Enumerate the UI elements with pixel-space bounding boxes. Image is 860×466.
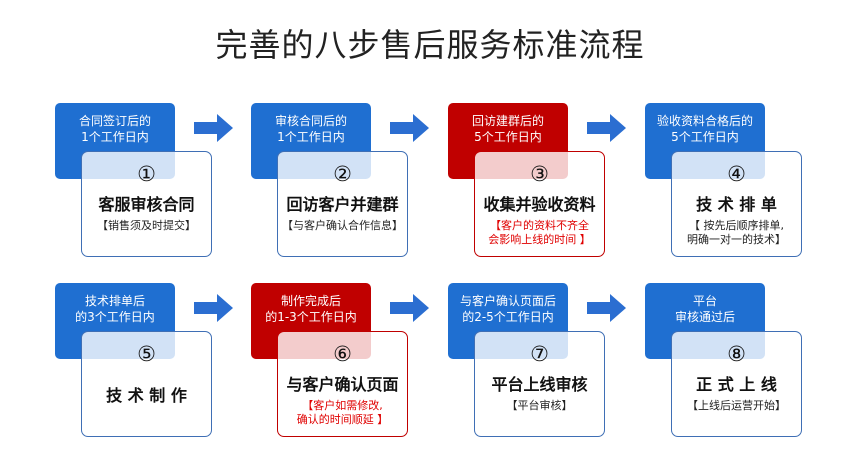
step-card: ⑥ 与客户确认页面【客户如需修改,确认的时间顺延 】 [277,331,408,437]
step-card: ② 回访客户并建群【与客户确认合作信息】 [277,151,408,257]
note-line: 【与客户确认合作信息】 [282,219,403,232]
step-name: 正 式 上 线 [696,375,777,394]
timing-line: 5个工作日内 [474,130,542,144]
arrow-shape [390,114,429,142]
step-name: 与客户确认页面 [286,375,399,394]
step-timing-tag: 平台审核通过后 [645,283,765,359]
page-title: 完善的八步售后服务标准流程 [215,26,645,64]
flow-arrow-icon [194,114,233,142]
step-card: ⑦ 平台上线审核【平台审核】 [474,331,605,437]
timing-line: 5个工作日内 [671,130,739,144]
flow-arrow-icon [194,294,233,322]
step-number: ② [333,162,352,186]
timing-line: 制作完成后 [280,294,341,308]
step-note: 【上线后运营开始】 [672,399,801,413]
timing-line: 的3个工作日内 [75,310,155,324]
timing-line: 技术排单后 [84,294,145,308]
arrow-shape [194,294,233,322]
flow-arrow-icon [587,294,626,322]
note-line: 【客户如需修改, [302,399,383,412]
timing-line: 与客户确认页面后 [459,294,556,308]
step-note: 【 按先后顺序排单,明确一对一的技术】 [672,219,801,247]
step-note: 【平台审核】 [475,399,604,413]
step-4: 验收资料合格后的 5个工作日内 ④ 技 术 排 单【 按先后顺序排单,明确一对一的技术… [645,103,823,263]
arrow-shape [194,114,233,142]
step-card: ③ 收集并验收资料【客户的资料不齐全会影响上线的时间 】 [474,151,605,257]
timing-line: 1个工作日内 [81,130,149,144]
step-name: 回访客户并建群 [286,195,399,214]
step-name: 收集并验收资料 [483,195,596,214]
note-line: 【客户的资料不齐全 [490,219,589,232]
note-line: 明确一对一的技术】 [687,233,786,246]
timing-line: 回访建群后的 [471,114,544,128]
flow-arrow-icon [390,114,429,142]
step-note: 【与客户确认合作信息】 [278,219,407,233]
step-number: ① [137,162,156,186]
step-note: 【客户如需修改,确认的时间顺延 】 [278,399,407,427]
step-number: ④ [727,162,746,186]
note-line: 【上线后运营开始】 [687,399,786,412]
step-number: ⑧ [727,342,746,366]
step-card: ① 客服审核合同【销售须及时提交】 [81,151,212,257]
note-line: 【销售须及时提交】 [97,219,196,232]
step-7: 与客户确认页面后的2-5个工作日内 ⑦ 平台上线审核【平台审核】 [448,283,626,443]
arrow-shape [587,114,626,142]
timing-line: 合同签订后的 [78,114,151,128]
step-3: 回访建群后的 5个工作日内 ③ 收集并验收资料【客户的资料不齐全会影响上线的时间 】 [448,103,626,263]
step-1: 合同签订后的 1个工作日内 ① 客服审核合同【销售须及时提交】 [55,103,233,263]
step-number: ⑥ [333,342,352,366]
step-note: 【销售须及时提交】 [82,219,211,233]
timing-line: 验收资料合格后的 [656,114,753,128]
step-note: 【客户的资料不齐全会影响上线的时间 】 [475,219,604,247]
step-name: 平台上线审核 [491,375,588,394]
arrow-shape [587,294,626,322]
flow-arrow-icon [390,294,429,322]
step-name: 技 术 制 作 [106,386,187,405]
timing-line: 平台 [692,294,717,308]
step-name: 技 术 排 单 [696,195,777,214]
step-number: ③ [530,162,549,186]
timing-line: 的1-3个工作日内 [265,310,357,324]
step-name: 客服审核合同 [98,195,195,214]
step-number: ⑤ [137,342,156,366]
note-line: 会影响上线的时间 】 [488,233,591,246]
step-card: ⑧ 正 式 上 线【上线后运营开始】 [671,331,802,437]
note-line: 【平台审核】 [506,399,573,412]
step-6: 制作完成后的1-3个工作日内 ⑥ 与客户确认页面【客户如需修改,确认的时间顺延 】 [251,283,429,443]
timing-line: 审核通过后 [674,310,735,324]
flow-arrow-icon [587,114,626,142]
note-line: 确认的时间顺延 】 [296,413,389,426]
note-line: 【 按先后顺序排单, [689,219,784,232]
step-card: ④ 技 术 排 单【 按先后顺序排单,明确一对一的技术】 [671,151,802,257]
arrow-shape [390,294,429,322]
step-2: 审核合同后的 1个工作日内 ② 回访客户并建群【与客户确认合作信息】 [251,103,429,263]
step-number: ⑦ [530,342,549,366]
step-5: 技术排单后的3个工作日内 ⑤ 技 术 制 作 [55,283,233,443]
step-card: ⑤ 技 术 制 作 [81,331,212,437]
timing-line: 的2-5个工作日内 [462,310,554,324]
timing-line: 审核合同后的 [274,114,347,128]
timing-line: 1个工作日内 [277,130,345,144]
